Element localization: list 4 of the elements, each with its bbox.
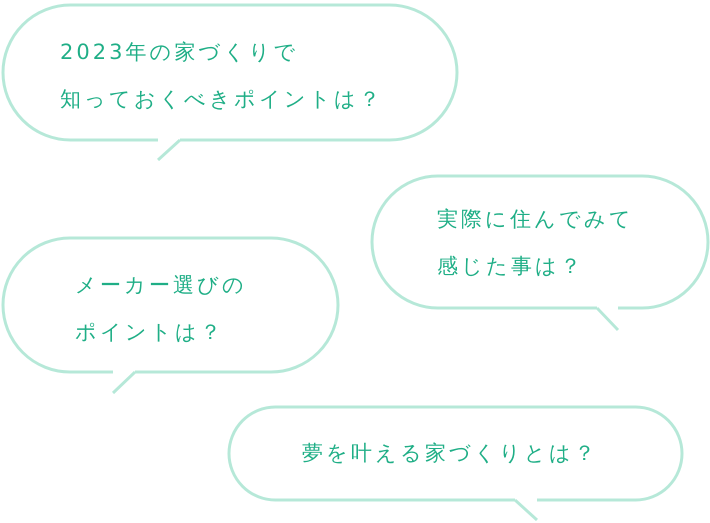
bubble-text: 夢を叶える家づくりとは？ xyxy=(302,440,598,467)
bubble-text: 実際に住んでみて感じた事は？ xyxy=(437,206,634,280)
bubble-text: メーカー選びのポイントは？ xyxy=(75,272,247,346)
bubble-text: 2023年の家づくりで知っておくべきポイントは？ xyxy=(60,39,383,113)
